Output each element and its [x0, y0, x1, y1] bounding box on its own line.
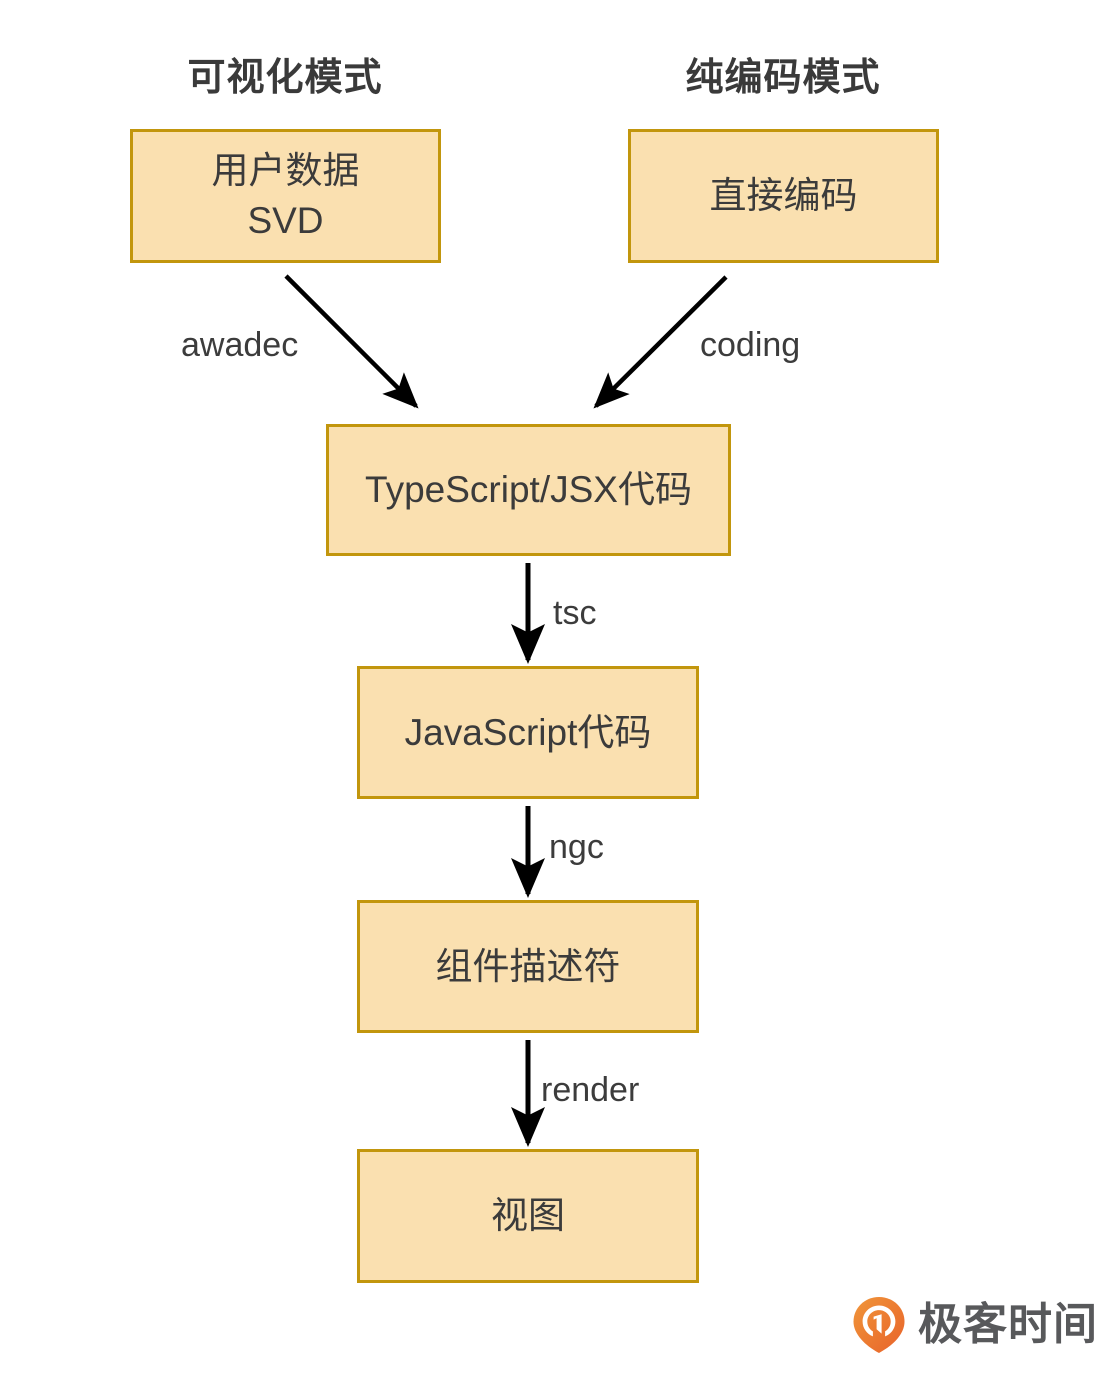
edge-direct-code-to-tsx-code: [593, 275, 728, 409]
watermark-brand-text: 极客时间: [918, 1300, 1098, 1349]
edge-label-ngc: ngc: [549, 828, 604, 866]
watermark: 极客时间: [852, 1296, 1098, 1354]
edge-label-render: render: [541, 1071, 640, 1109]
column-heading-coding-mode: 纯编码模式: [685, 57, 881, 99]
location-pin-icon: [853, 1297, 905, 1353]
node-javascript-code: JavaScript代码: [357, 666, 699, 799]
column-heading-visual-mode: 可视化模式: [187, 57, 383, 99]
edge-label-coding: coding: [700, 326, 801, 364]
edge-label-awadec: awadec: [181, 326, 299, 364]
node-component-descriptor: 组件描述符: [357, 900, 699, 1033]
node-direct-code: 直接编码: [628, 129, 939, 263]
edge-user-data-to-tsx-code: [284, 274, 419, 409]
node-typescript-jsx-code: TypeScript/JSX代码: [326, 424, 731, 556]
edge-label-tsc: tsc: [553, 594, 597, 632]
node-user-data: 用户数据 SVD: [130, 129, 441, 263]
node-view: 视图: [357, 1149, 699, 1283]
